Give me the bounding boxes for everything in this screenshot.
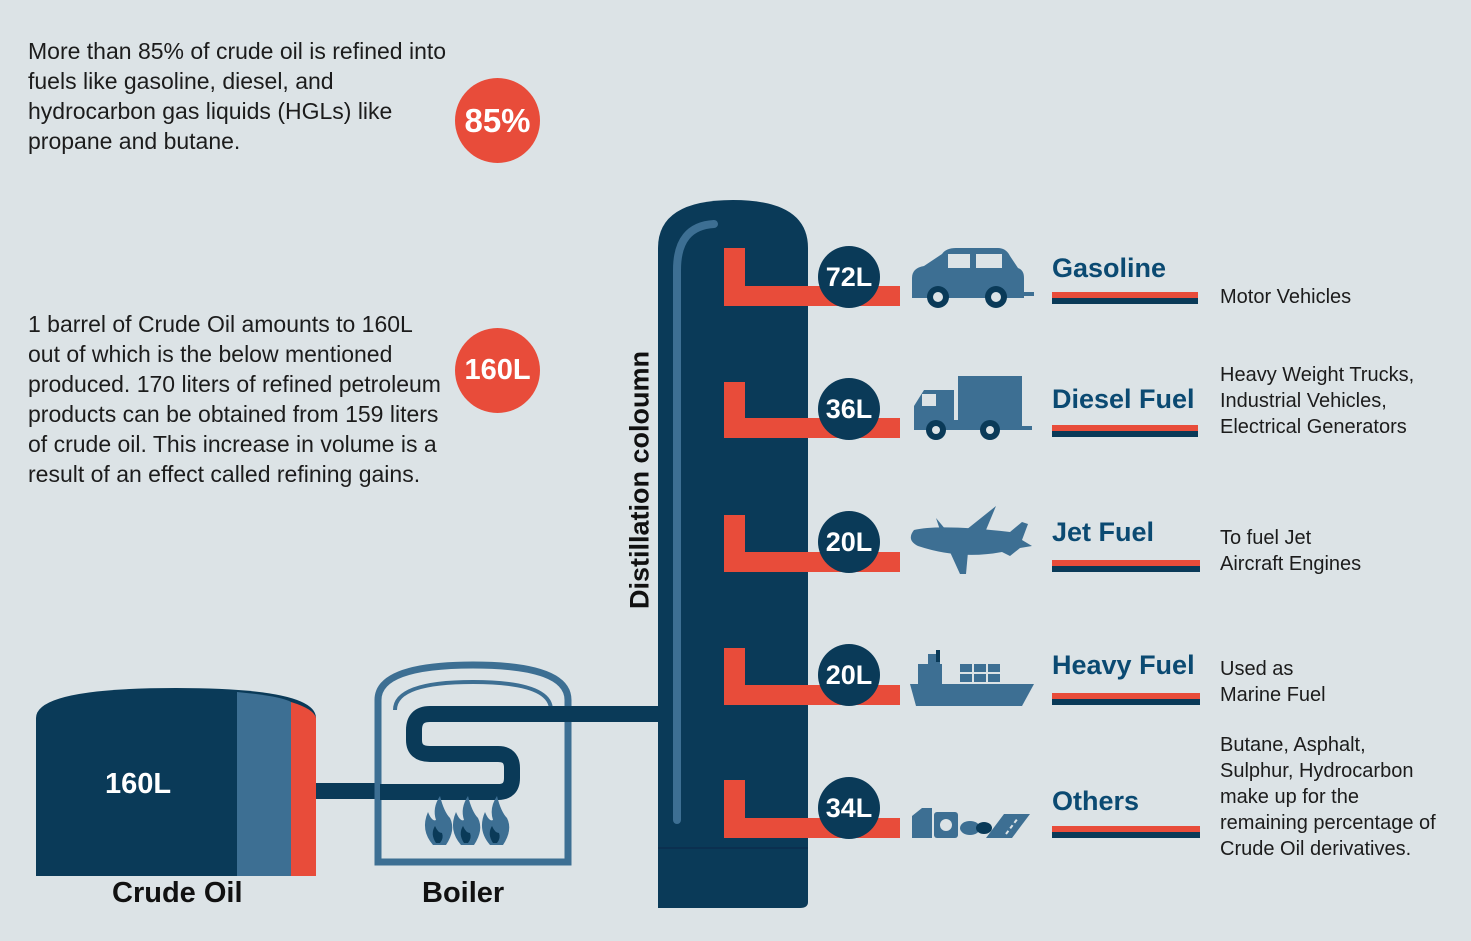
airplane-icon xyxy=(910,506,1032,574)
fuel-name-gasoline: Gasoline xyxy=(1052,253,1167,283)
barrels-asphalt-icon xyxy=(912,808,1030,838)
fuel-name-diesel: Diesel Fuel xyxy=(1052,384,1195,414)
volume-circle-diesel: 36L xyxy=(818,378,880,440)
underline-others xyxy=(1052,826,1200,838)
flames-icon xyxy=(424,796,510,845)
percent-badge: 85% xyxy=(455,78,540,163)
use-jet: To fuel Jet Aircraft Engines xyxy=(1220,527,1362,575)
use-gasoline: Motor Vehicles xyxy=(1220,286,1352,308)
tank-volume-label: 160L xyxy=(105,768,172,800)
crude-oil-tank xyxy=(36,688,316,876)
volume-circle-heavy: 20L xyxy=(818,644,880,706)
column-label: Distillation coloumn xyxy=(624,350,655,610)
use-heavy: Used as Marine Fuel xyxy=(1220,658,1326,706)
volume-badge: 160L xyxy=(455,328,540,413)
underline-jet xyxy=(1052,560,1200,572)
pipe-boiler-column xyxy=(568,706,660,722)
ship-icon xyxy=(910,650,1034,706)
volume-circle-gasoline: 72L xyxy=(818,246,880,308)
boiler xyxy=(374,661,572,866)
fuel-name-heavy: Heavy Fuel xyxy=(1052,650,1195,680)
pipe-tank-boiler xyxy=(316,783,380,799)
fuel-name-others: Others xyxy=(1052,786,1140,816)
underline-heavy xyxy=(1052,693,1200,705)
barrel-text: 1 barrel of Crude Oil amounts to 160L ou… xyxy=(28,311,441,487)
underline-gasoline xyxy=(1052,292,1198,304)
truck-icon xyxy=(914,376,1032,440)
intro-text: More than 85% of crude oil is refined in… xyxy=(28,38,447,154)
boiler-label: Boiler xyxy=(422,877,505,909)
use-others: Butane, Asphalt, Sulphur, Hydrocarbon ma… xyxy=(1220,734,1436,860)
use-diesel: Heavy Weight Trucks, Industrial Vehicles… xyxy=(1220,364,1415,438)
underline-diesel xyxy=(1052,425,1198,437)
volume-circle-jet: 20L xyxy=(818,511,880,573)
volume-circle-others: 34L xyxy=(818,777,880,839)
car-icon xyxy=(912,248,1034,308)
fuel-name-jet: Jet Fuel xyxy=(1052,517,1155,547)
crude-oil-label: Crude Oil xyxy=(112,877,243,909)
